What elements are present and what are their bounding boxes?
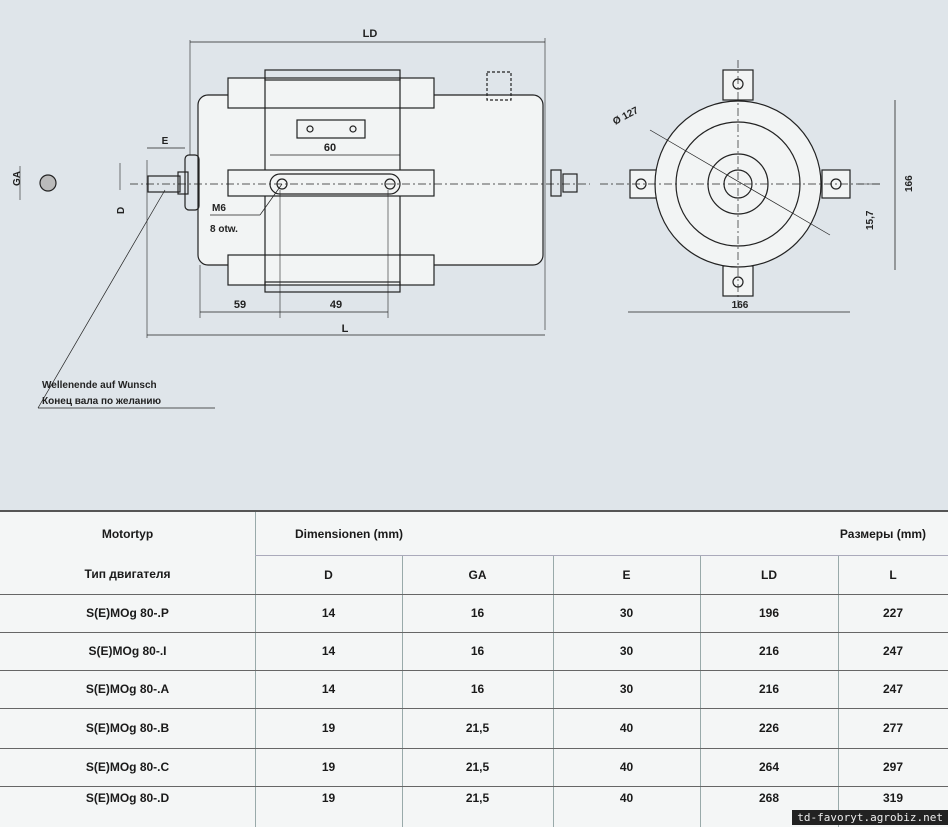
header-dimensions-ru: Размеры (mm) <box>839 526 927 541</box>
dim-d-label: D <box>116 207 127 214</box>
row-value-d: 14 <box>321 644 336 658</box>
row-motor-type: S(E)MOg 80-.D <box>85 791 170 805</box>
row-value-e: 30 <box>619 606 634 620</box>
column-header-l: L <box>889 567 897 582</box>
row-value-ld: 196 <box>758 606 780 620</box>
row-motor-type: S(E)MOg 80-.I <box>88 644 167 658</box>
dim-60-label: 60 <box>324 142 336 154</box>
header-dimensions-de: Dimensionen (mm) <box>295 526 404 541</box>
dim-ld-label: LD <box>363 28 378 40</box>
row-value-ga: 21,5 <box>465 760 490 774</box>
dim-49-label: 49 <box>330 299 342 311</box>
dim-59-label: 59 <box>234 299 246 311</box>
row-value-ga: 16 <box>470 606 485 620</box>
row-value-e: 40 <box>619 721 634 735</box>
dim-l-label: L <box>342 323 349 335</box>
row-value-e: 30 <box>619 682 634 696</box>
dim-e-label: E <box>162 136 169 147</box>
row-value-ld: 216 <box>758 644 780 658</box>
row-motor-type: S(E)MOg 80-.B <box>85 721 170 735</box>
row-value-l: 247 <box>882 644 904 658</box>
watermark: td-favoryt.agrobiz.net <box>792 810 948 825</box>
column-header-e: E <box>622 567 631 582</box>
dim-15-7-label: 15,7 <box>865 210 876 230</box>
note-german: Wellenende auf Wunsch <box>42 380 157 391</box>
dimensions-table: Motortyp Тип двигателя Dimensionen (mm) … <box>0 510 948 827</box>
row-value-e: 40 <box>619 760 634 774</box>
row-value-l: 319 <box>882 791 904 805</box>
height-166-label: 166 <box>904 175 915 192</box>
row-value-d: 14 <box>321 606 336 620</box>
holes-count-label: 8 otw. <box>210 224 238 235</box>
row-motor-type: S(E)MOg 80-.P <box>86 606 169 620</box>
row-value-ld: 216 <box>758 682 780 696</box>
row-value-ga: 21,5 <box>465 791 490 805</box>
note-russian: Конец вала по желанию <box>42 396 162 407</box>
row-value-d: 19 <box>321 791 336 805</box>
header-motortyp: Motortyp <box>101 526 154 541</box>
column-header-ld: LD <box>761 567 777 582</box>
row-value-ld: 264 <box>758 760 780 774</box>
width-166-label: 166 <box>732 300 749 311</box>
motor-dimension-drawing: LD L E D GA 60 59 49 M6 8 otw. Ø 127 166… <box>12 28 915 409</box>
row-motor-type: S(E)MOg 80-.C <box>85 760 170 774</box>
row-value-l: 227 <box>882 606 904 620</box>
row-value-ga: 16 <box>470 644 485 658</box>
row-value-e: 40 <box>619 791 634 805</box>
column-header-d: D <box>324 567 333 582</box>
row-value-l: 247 <box>882 682 904 696</box>
row-motor-type: S(E)MOg 80-.A <box>85 682 170 696</box>
row-value-ld: 268 <box>758 791 780 805</box>
row-value-ld: 226 <box>758 721 780 735</box>
row-value-d: 19 <box>321 721 336 735</box>
row-value-l: 277 <box>882 721 904 735</box>
row-value-e: 30 <box>619 644 634 658</box>
column-header-ga: GA <box>468 567 487 582</box>
diameter-label: Ø 127 <box>611 105 641 128</box>
thread-m6-label: M6 <box>212 203 226 214</box>
row-value-ga: 21,5 <box>465 721 490 735</box>
row-value-d: 19 <box>321 760 336 774</box>
header-motortyp-ru: Тип двигателя <box>84 567 171 581</box>
dim-ga-label: GA <box>12 171 23 186</box>
row-value-l: 297 <box>882 760 904 774</box>
row-value-ga: 16 <box>470 682 485 696</box>
row-value-d: 14 <box>321 682 336 696</box>
